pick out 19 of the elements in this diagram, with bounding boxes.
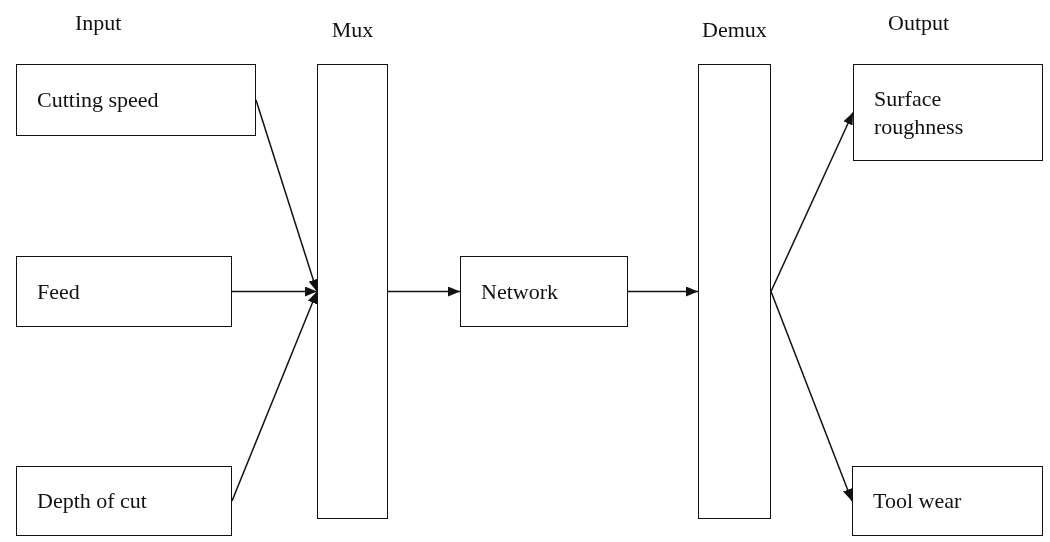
input-box: Depth of cut	[16, 466, 232, 536]
arrow	[387, 286, 461, 297]
mux-bar	[317, 64, 388, 519]
arrow	[231, 290, 318, 502]
input-box: Cutting speed	[16, 64, 256, 136]
column-heading: Demux	[702, 16, 767, 44]
output-box: Surface roughness	[853, 64, 1043, 161]
demux-bar	[698, 64, 771, 519]
input-box: Feed	[16, 256, 232, 327]
network-box: Network	[460, 256, 628, 327]
arrow	[255, 99, 319, 293]
output-box: Tool wear	[852, 466, 1043, 536]
arrow	[770, 111, 854, 293]
arrow	[231, 286, 318, 297]
column-heading: Input	[75, 10, 122, 36]
arrow	[770, 290, 853, 502]
column-heading: Mux	[331, 16, 374, 44]
column-heading: Output	[888, 10, 950, 36]
arrow	[627, 286, 699, 297]
